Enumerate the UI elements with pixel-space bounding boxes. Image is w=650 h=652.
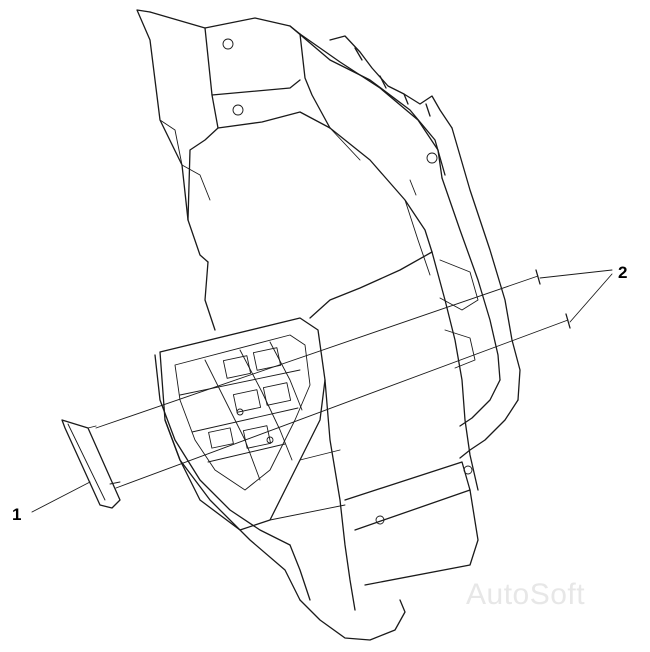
callout-label-1: 1 <box>12 505 22 524</box>
upper-trim-panel <box>136 9 446 263</box>
side-frame-rail <box>329 35 521 459</box>
watermark-logo: AutoSoft <box>466 578 586 611</box>
grille-cells <box>174 334 311 491</box>
step-housing <box>154 317 479 641</box>
part-2-clips <box>535 269 571 329</box>
callout-label-2: 2 <box>618 263 628 282</box>
part-1-cap <box>61 419 121 509</box>
duct-body <box>204 111 479 491</box>
leader-lines <box>31 269 613 513</box>
